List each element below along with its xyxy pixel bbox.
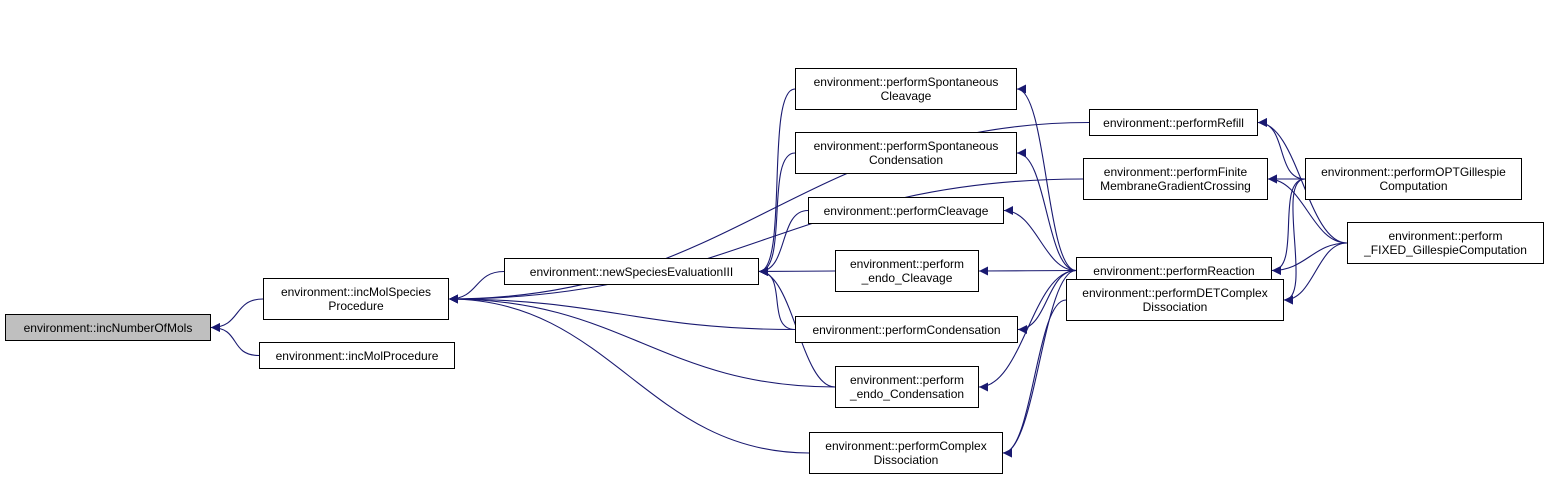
node-inc-mol-procedure[interactable]: environment::incMolProcedure: [259, 342, 455, 369]
node-perform-complex-dissociation[interactable]: environment::performComplex Dissociation: [809, 432, 1003, 474]
node-perform-opt-gillespie-computation[interactable]: environment::performOPTGillespie Computa…: [1305, 158, 1522, 200]
node-perform-finite-membrane-gradient-crossing[interactable]: environment::performFinite MembraneGradi…: [1083, 158, 1268, 200]
edge-endoCleavage-to-newSpeciesEvaluationIII: [758, 266, 836, 276]
node-label-line-1: environment::performFinite: [1103, 165, 1248, 179]
edge-performReaction-to-spontCleavage: [1016, 84, 1077, 272]
node-perform-spontaneous-condensation[interactable]: environment::performSpontaneous Condensa…: [795, 132, 1017, 174]
edge-newSpeciesEvaluationIII-to-incMolSpeciesProcedure: [448, 270, 505, 304]
node-label-line-1: environment::performSpontaneous: [813, 75, 999, 89]
node-label-line-2: _endo_Condensation: [849, 387, 965, 401]
edge-fixedGillespie-to-detComplex: [1283, 242, 1348, 305]
node-label: environment::performCleavage: [823, 203, 989, 218]
edge-complexDissociation-to-incMolSpeciesProcedure: [448, 294, 810, 454]
node-perform-condensation[interactable]: environment::performCondensation: [795, 316, 1018, 343]
node-label-line-2: _FIXED_GillespieComputation: [1364, 243, 1527, 257]
node-label-line-2: Dissociation: [1142, 300, 1208, 314]
node-label: environment::performCondensation: [812, 322, 1001, 337]
edge-performReaction-to-performCleavage: [1003, 206, 1077, 272]
edge-endoCondensation-to-incMolSpeciesProcedure: [448, 294, 836, 388]
edge-performReaction-to-spontCondensation: [1016, 148, 1077, 272]
node-perform-det-complex-dissociation[interactable]: environment::performDETComplex Dissociat…: [1066, 279, 1284, 321]
node-label-line-2: Dissociation: [873, 453, 939, 467]
node-label-line-2: Procedure: [328, 299, 384, 313]
edge-fixedGillespie-to-performReaction: [1271, 242, 1348, 275]
edge-optGillespie-to-performReaction: [1271, 178, 1306, 275]
edge-fixedGillespie-to-performRefill: [1257, 118, 1348, 244]
edge-performReaction-to-endoCleavage: [978, 266, 1077, 276]
node-perform-fixed-gillespie-computation[interactable]: environment::perform _FIXED_GillespieCom…: [1347, 222, 1544, 264]
edge-incMolProcedure-to-incNumberOfMols: [210, 323, 260, 357]
node-perform-endo-condensation[interactable]: environment::perform _endo_Condensation: [835, 366, 979, 408]
node-perform-refill[interactable]: environment::performRefill: [1089, 109, 1258, 136]
node-label-line-1: environment::perform: [1388, 229, 1503, 243]
node-inc-mol-species-procedure[interactable]: environment::incMolSpecies Procedure: [263, 278, 449, 320]
node-label-line-2: MembraneGradientCrossing: [1100, 179, 1251, 193]
edge-optGillespie-to-detComplex: [1283, 178, 1306, 305]
node-label-line-2: Cleavage: [880, 89, 932, 103]
node-label-line-1: environment::performOPTGillespie: [1321, 165, 1506, 179]
node-label-line-1: environment::performDETComplex: [1082, 286, 1268, 300]
node-label-line-1: environment::incMolSpecies: [280, 285, 432, 299]
node-label-line-2: Computation: [1379, 179, 1448, 193]
edge-performCleavage-to-newSpeciesEvaluationIII: [758, 209, 809, 276]
node-inc-number-of-mols: environment::incNumberOfMols: [5, 314, 211, 341]
node-label: environment::incNumberOfMols: [23, 320, 193, 335]
node-label-line-2: Condensation: [868, 153, 944, 167]
node-label-line-1: environment::perform: [849, 257, 965, 271]
node-label: environment::incMolProcedure: [275, 348, 439, 363]
edge-spontCondensation-to-newSpeciesEvaluationIII: [758, 152, 796, 276]
edge-performReaction-to-endoCondensation: [978, 269, 1077, 392]
node-label: environment::performReaction: [1093, 263, 1255, 278]
node-label: environment::newSpeciesEvaluationIII: [529, 264, 734, 279]
edge-performCondensation-to-newSpeciesEvaluationIII: [758, 267, 796, 331]
edge-incMolSpeciesProcedure-to-incNumberOfMols: [210, 298, 264, 332]
node-perform-cleavage[interactable]: environment::performCleavage: [808, 197, 1004, 224]
node-label-line-1: environment::performSpontaneous: [813, 139, 999, 153]
edge-performCondensation-to-incMolSpeciesProcedure: [448, 294, 796, 331]
node-label: environment::performRefill: [1103, 115, 1244, 130]
node-label-line-1: environment::perform: [849, 373, 965, 387]
edge-spontCleavage-to-newSpeciesEvaluationIII: [758, 88, 796, 276]
node-label-line-1: environment::performComplex: [825, 439, 987, 453]
node-perform-endo-cleavage[interactable]: environment::perform _endo_Cleavage: [835, 250, 979, 292]
edge-fixedGillespie-to-finiteMembrane: [1267, 174, 1348, 244]
node-perform-spontaneous-cleavage[interactable]: environment::performSpontaneous Cleavage: [795, 68, 1017, 110]
edge-detComplex-to-complexDissociation: [1002, 299, 1067, 458]
node-label-line-2: _endo_Cleavage: [861, 271, 953, 285]
edge-finiteMembrane-to-incMolSpeciesProcedure: [448, 178, 1084, 304]
node-new-species-evaluation-iii[interactable]: environment::newSpeciesEvaluationIII: [504, 258, 759, 285]
